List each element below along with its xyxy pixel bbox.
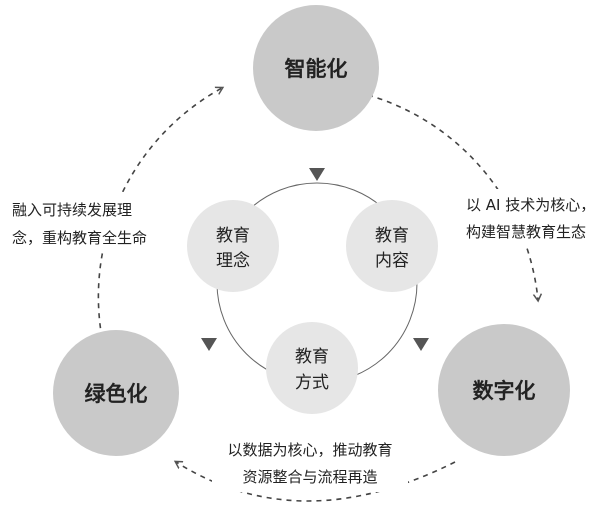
triangle-top xyxy=(309,168,325,181)
caption-right-line-2: 构建智慧教育生态 xyxy=(466,223,586,241)
concept-line-2: 理念 xyxy=(216,250,250,271)
caption-right: 以 AI 技术为核心， 构建智慧教育生态 xyxy=(464,189,595,245)
content-line-1: 教育 xyxy=(375,226,409,246)
node-intelligent-label: 智能化 xyxy=(285,57,348,81)
arc-top-to-right xyxy=(367,94,538,300)
caption-right-line-1: 以 AI 技术为核心， xyxy=(466,196,595,214)
node-green: 绿色化 xyxy=(53,330,179,456)
caption-bottom: 以数据为核心，推动教育 资源整合与流程再造 xyxy=(212,436,408,492)
triangle-right xyxy=(413,338,429,351)
caption-left-line-2: 念，重构教育全生命 xyxy=(12,229,147,247)
triangle-left xyxy=(201,338,217,351)
node-digital: 数字化 xyxy=(438,324,570,456)
node-green-label: 绿色化 xyxy=(85,382,148,406)
arc-left-to-top xyxy=(97,88,222,339)
method-line-2: 方式 xyxy=(295,373,329,393)
node-education-method: 教育 方式 xyxy=(266,322,358,414)
caption-left: 融入可持续发展理 念，重构教育全生命 xyxy=(10,192,162,250)
node-intelligent: 智能化 xyxy=(253,5,379,131)
concept-line-1: 教育 xyxy=(216,226,250,246)
caption-left-line-1: 融入可持续发展理 xyxy=(12,201,132,219)
caption-bottom-line-1: 以数据为核心，推动教育 xyxy=(227,441,392,459)
node-digital-label: 数字化 xyxy=(473,379,536,403)
content-line-2: 内容 xyxy=(375,251,409,271)
node-education-concept: 教育 理念 xyxy=(187,200,279,292)
arc-right-to-left xyxy=(176,462,456,502)
method-line-1: 教育 xyxy=(295,347,329,367)
caption-bottom-line-2: 资源整合与流程再造 xyxy=(242,468,377,486)
node-education-content: 教育 内容 xyxy=(346,200,438,292)
